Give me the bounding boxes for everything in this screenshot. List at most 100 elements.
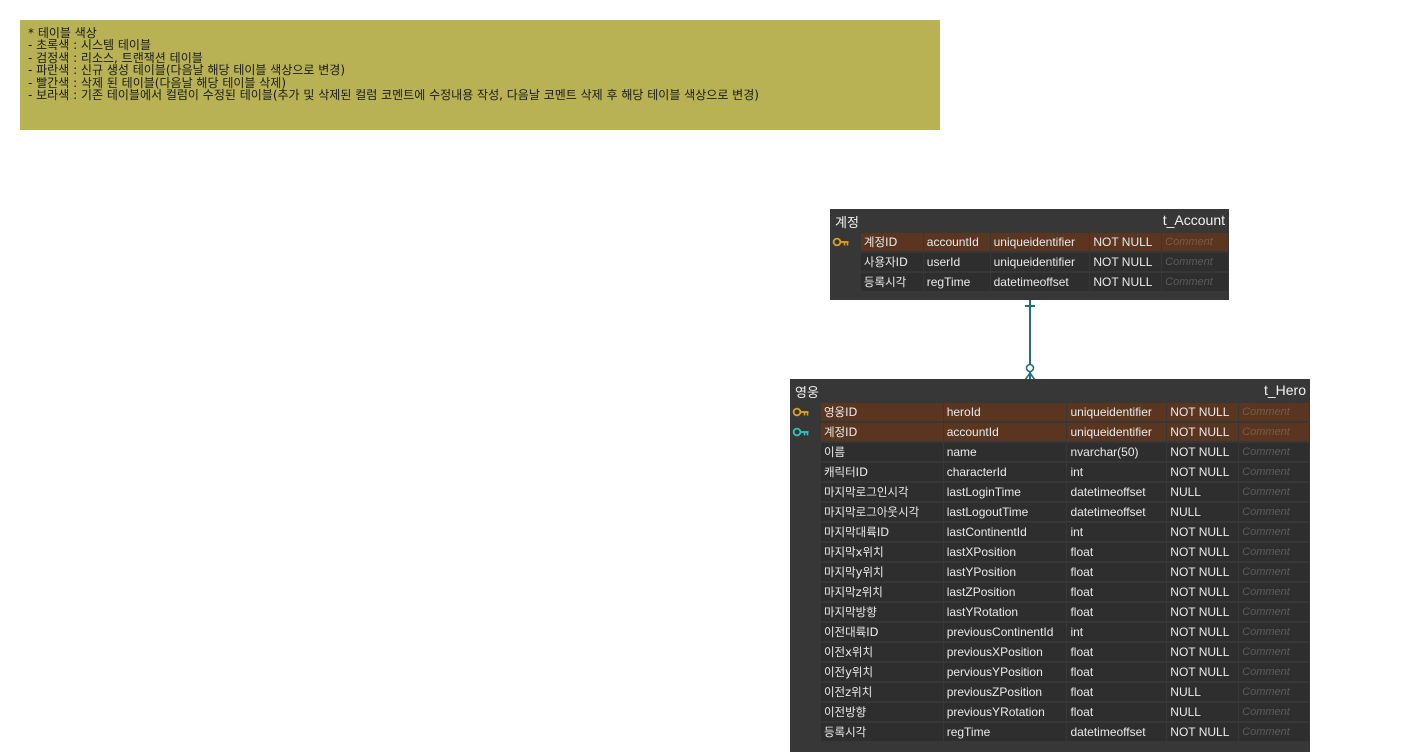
column-data-type: uniqueidentifier [990, 233, 1090, 251]
column-data-type: uniqueidentifier [1067, 423, 1167, 441]
column-nullability: NOT NULL [1090, 253, 1162, 271]
column-comment: Comment [1239, 723, 1309, 741]
column-logical-name: 마지막로그인시각 [820, 483, 943, 501]
key-cell [790, 523, 820, 541]
key-cell [790, 723, 820, 741]
key-cell [790, 623, 820, 641]
key-cell [790, 643, 820, 661]
column-data-type: float [1067, 583, 1167, 601]
column-comment: Comment [1239, 423, 1309, 441]
zero-cardinality-mark [1025, 363, 1035, 373]
column-nullability: NULL [1167, 703, 1239, 721]
column-physical-name: previousXPosition [943, 643, 1067, 661]
key-cell [790, 663, 820, 681]
foreign-key-icon [792, 426, 810, 438]
column-logical-name: 마지막y위치 [820, 563, 943, 581]
note-line: - 보라색 : 기존 테이블에서 컬럼이 수정된 테이블(추가 및 삭제된 컬럼… [28, 88, 759, 103]
column-logical-name: 캐릭터ID [820, 463, 943, 481]
column-logical-name: 사용자ID [860, 253, 923, 271]
table-color-legend-note[interactable]: * 테이블 색상 - 초록색 : 시스템 테이블 - 검정색 : 리소스, 트랜… [20, 20, 940, 130]
column-comment: Comment [1239, 603, 1309, 621]
column-comment: Comment [1162, 233, 1228, 251]
column-data-type: datetimeoffset [1067, 503, 1167, 521]
column-physical-name: userId [923, 253, 990, 271]
column-data-type: float [1067, 603, 1167, 621]
key-cell [790, 563, 820, 581]
column-logical-name: 등록시각 [820, 723, 943, 741]
key-cell [790, 603, 820, 621]
primary-key-icon [832, 236, 850, 248]
column-nullability: NULL [1167, 503, 1239, 521]
column-physical-name: previousZPosition [943, 683, 1067, 701]
key-cell [790, 443, 820, 461]
entity-logical-name: 계정 [835, 216, 859, 231]
column-physical-name: name [943, 443, 1067, 461]
entity-physical-name: t_Account [1162, 212, 1225, 228]
column-nullability: NOT NULL [1167, 543, 1239, 561]
column-data-type: float [1067, 663, 1167, 681]
column-logical-name: 이전방향 [820, 703, 943, 721]
column-comment: Comment [1239, 643, 1309, 661]
column-physical-name: lastLogoutTime [943, 503, 1067, 521]
column-data-type: int [1067, 523, 1167, 541]
column-nullability: NOT NULL [1090, 273, 1162, 291]
column-nullability: NOT NULL [1167, 643, 1239, 661]
column-physical-name: lastContinentId [943, 523, 1067, 541]
note-line: - 검정색 : 리소스, 트랜잭션 테이블 [28, 50, 203, 65]
column-nullability: NOT NULL [1167, 623, 1239, 641]
column-physical-name: regTime [923, 273, 990, 291]
column-logical-name: 마지막로그아웃시각 [820, 503, 943, 521]
note-line: * 테이블 색상 [28, 26, 97, 40]
column-nullability: NOT NULL [1167, 563, 1239, 581]
column-nullability: NOT NULL [1167, 603, 1239, 621]
primary-key-icon [792, 406, 810, 418]
column-comment: Comment [1239, 563, 1309, 581]
note-line: - 빨간색 : 삭제 된 테이블(다음날 해당 테이블 삭제) [28, 75, 287, 90]
column-nullability: NOT NULL [1167, 583, 1239, 601]
column-data-type: float [1067, 543, 1167, 561]
column-data-type: int [1067, 463, 1167, 481]
column-data-type: datetimeoffset [1067, 723, 1167, 741]
entity-header: 계정 t_Account [830, 209, 1229, 232]
column-data-type: float [1067, 563, 1167, 581]
key-cell [790, 683, 820, 701]
key-cell [790, 403, 820, 421]
column-comment: Comment [1239, 703, 1309, 721]
column-nullability: NOT NULL [1167, 723, 1239, 741]
column-comment: Comment [1162, 273, 1228, 291]
key-cell [790, 583, 820, 601]
column-data-type: nvarchar(50) [1067, 443, 1167, 461]
column-data-type: int [1067, 623, 1167, 641]
column-nullability: NOT NULL [1167, 663, 1239, 681]
column-comment: Comment [1239, 583, 1309, 601]
column-data-type: datetimeoffset [1067, 483, 1167, 501]
column-data-type: float [1067, 683, 1167, 701]
column-data-type: float [1067, 703, 1167, 721]
column-physical-name: lastYPosition [943, 563, 1067, 581]
entity-header: 영웅 t_Hero [790, 379, 1310, 402]
column-physical-name: lastZPosition [943, 583, 1067, 601]
column-comment: Comment [1239, 403, 1309, 421]
